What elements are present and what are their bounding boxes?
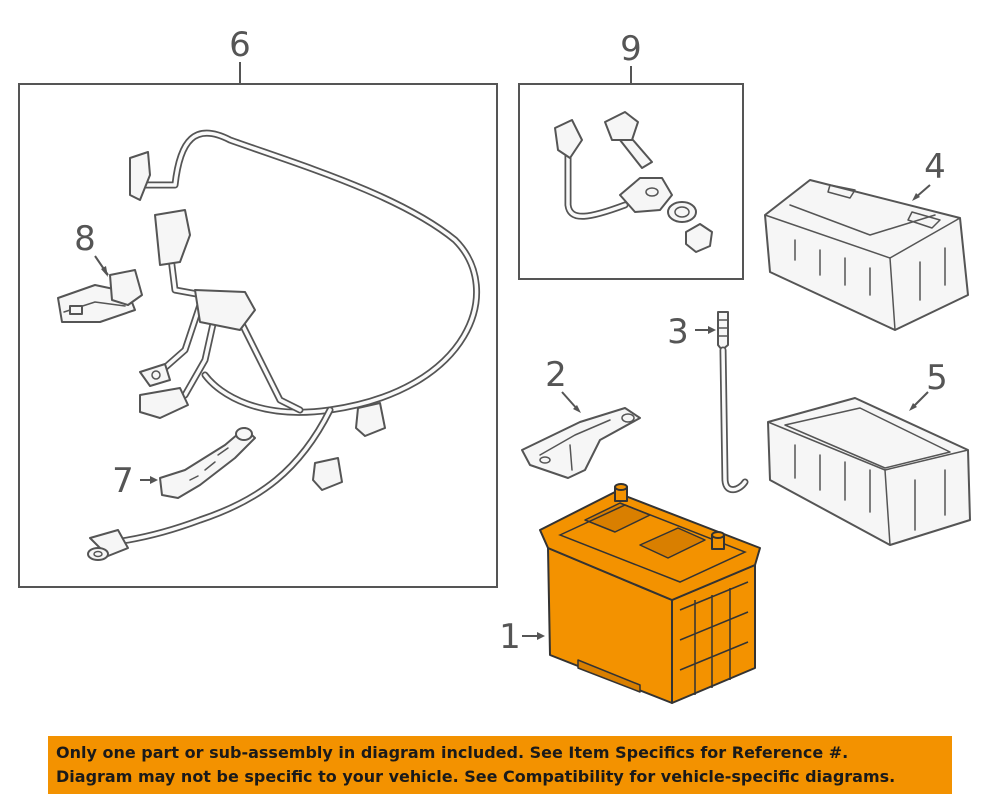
leader-5-arrow bbox=[909, 403, 917, 411]
leader-8-arrow bbox=[101, 266, 108, 277]
callout-5: 5 bbox=[926, 358, 948, 398]
terminal-frame bbox=[518, 83, 744, 280]
disclaimer-line-1: Only one part or sub-assembly in diagram… bbox=[56, 743, 849, 762]
terminal-kit-part-9 bbox=[554, 111, 713, 253]
battery-box-cover-part-4 bbox=[764, 179, 969, 331]
leader-1-arrow bbox=[537, 632, 545, 640]
callout-3: 3 bbox=[667, 312, 689, 352]
disclaimer-line-2: Diagram may not be specific to your vehi… bbox=[56, 767, 896, 786]
callout-8: 8 bbox=[74, 219, 96, 259]
callout-6: 6 bbox=[229, 25, 251, 65]
callout-9: 9 bbox=[620, 29, 642, 69]
leader-4-arrow bbox=[912, 193, 920, 201]
callout-7: 7 bbox=[112, 461, 134, 501]
leader-3-arrow bbox=[708, 326, 716, 334]
battery-tray-part-5 bbox=[767, 397, 971, 546]
leader-2-arrow bbox=[573, 405, 581, 413]
battery-cable-harness bbox=[87, 129, 481, 561]
callout-2: 2 bbox=[545, 355, 567, 395]
hold-down-rod-part-3 bbox=[717, 311, 749, 494]
callout-1: 1 bbox=[499, 617, 521, 657]
harness-frame bbox=[18, 83, 498, 588]
disclaimer-banner: Only one part or sub-assembly in diagram… bbox=[48, 736, 952, 794]
callout-4: 4 bbox=[924, 147, 946, 187]
leader-7-arrow bbox=[150, 476, 158, 484]
fuse-holder-part-8 bbox=[57, 269, 143, 323]
ground-cable-part-7 bbox=[159, 427, 256, 499]
battery-part-1 bbox=[539, 483, 761, 704]
hold-down-bracket-part-2 bbox=[521, 407, 641, 479]
